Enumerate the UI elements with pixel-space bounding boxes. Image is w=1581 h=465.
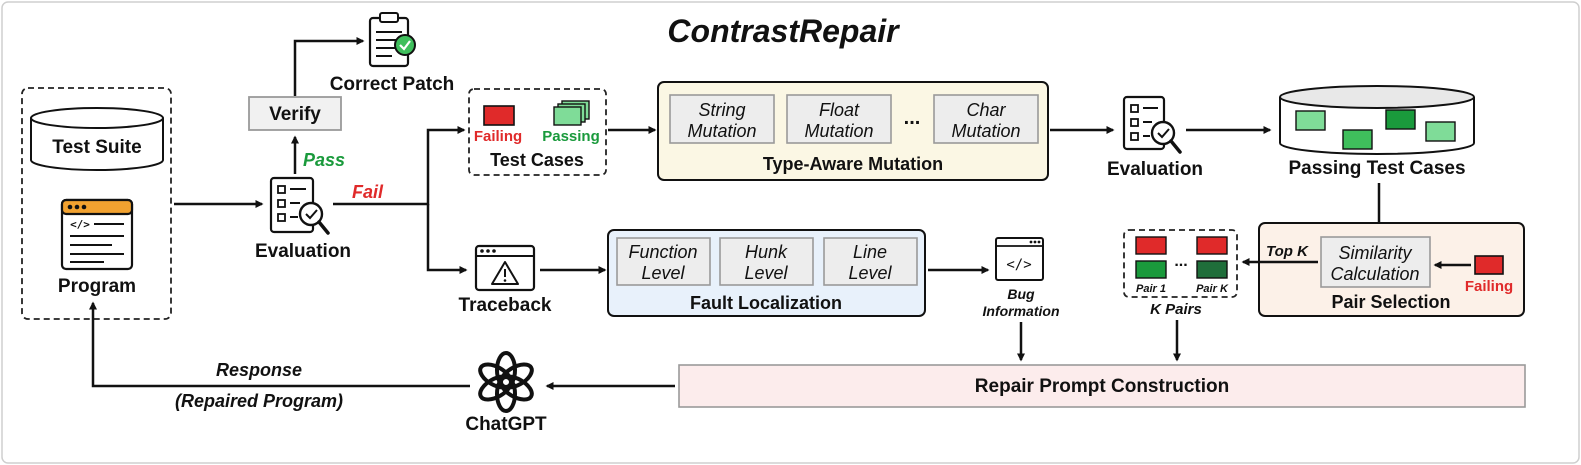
bug-info-line2: Information <box>983 303 1060 319</box>
line-level-line1: Line <box>853 242 887 262</box>
passing-test-cases-database <box>1279 85 1475 155</box>
verify-label: Verify <box>269 104 321 125</box>
fail-label: Fail <box>352 182 384 202</box>
clipboard-check-icon <box>368 12 416 68</box>
failing-test-block <box>483 105 515 126</box>
svg-text:</>: </> <box>70 218 90 231</box>
failing-label: Failing <box>474 128 522 145</box>
arrow-verify-to-patch <box>293 37 365 96</box>
correct-patch-label: Correct Patch <box>330 74 455 95</box>
test-cases-box: Failing Passing Test Cases <box>468 88 607 176</box>
string-mutation-box <box>669 94 775 144</box>
evaluation-checklist-icon <box>269 176 330 235</box>
arrow-fail-to-traceback <box>426 204 468 274</box>
arrow-response-to-program <box>89 301 470 388</box>
mutation-ellipsis: ... <box>904 107 921 129</box>
passing-test-stack <box>553 100 590 126</box>
pair-selection-box: Similarity Calculation Failing Pair Sele… <box>1258 222 1525 317</box>
warning-window-icon <box>474 244 536 292</box>
char-mutation-line1: Char <box>966 100 1006 120</box>
passing-label: Passing <box>542 128 600 145</box>
pair-k-label: Pair K <box>1196 283 1229 295</box>
diagram-title: ContrastRepair <box>667 13 900 49</box>
test-suite-database-icon <box>30 107 164 171</box>
char-mutation-line2: Mutation <box>951 121 1020 141</box>
evaluation-main-label: Evaluation <box>255 241 351 262</box>
k-pairs-ellipsis: ... <box>1174 253 1187 270</box>
code-window-icon: </> <box>60 198 134 271</box>
response-line2: (Repaired Program) <box>175 391 343 411</box>
bug-code-window-icon: </> <box>995 237 1044 281</box>
test-suite-label: Test Suite <box>52 137 141 158</box>
hunk-level-line1: Hunk <box>745 242 788 262</box>
response-line1: Response <box>216 360 302 380</box>
char-mutation-box <box>933 94 1039 144</box>
pass-label: Pass <box>303 150 345 170</box>
k-pairs-label: K Pairs <box>1150 301 1202 318</box>
failing-test-block-pair <box>1474 255 1504 275</box>
similarity-line1: Similarity <box>1338 243 1412 263</box>
float-mutation-box <box>786 94 892 144</box>
line-level-box <box>823 237 918 286</box>
fault-localization-box: Function Level Hunk Level Line Level Fau… <box>607 229 926 317</box>
string-mutation-line2: Mutation <box>687 121 756 141</box>
pair-selection-label: Pair Selection <box>1331 292 1450 312</box>
k-pairs-box: ... Pair 1 Pair K <box>1123 229 1238 298</box>
evaluation-second-label: Evaluation <box>1107 159 1203 180</box>
line-level-line2: Level <box>848 263 892 283</box>
string-mutation-line1: String <box>698 100 745 120</box>
evaluation-second-checklist-icon <box>1122 95 1182 154</box>
svg-text:</>: </> <box>1006 257 1031 273</box>
hunk-level-box <box>719 237 814 286</box>
program-label: Program <box>58 276 136 297</box>
type-aware-mutation-box: String Mutation Float Mutation ... Char … <box>657 81 1049 181</box>
passing-test-cases-label: Passing Test Cases <box>1288 158 1465 179</box>
chatgpt-label: ChatGPT <box>465 414 547 435</box>
fault-localization-label: Fault Localization <box>690 293 842 313</box>
verify-box <box>248 96 342 131</box>
program-box: Test Suite </> Program <box>21 87 172 320</box>
function-level-line1: Function <box>628 242 697 262</box>
repair-prompt-label: Repair Prompt Construction <box>975 376 1229 397</box>
arrow-fail-to-test-cases <box>333 126 466 206</box>
hunk-level-line2: Level <box>744 263 788 283</box>
bug-info-line1: Bug <box>1007 286 1035 302</box>
function-level-box <box>616 237 711 286</box>
similarity-line2: Calculation <box>1330 264 1419 284</box>
test-cases-label: Test Cases <box>490 150 584 170</box>
float-mutation-line1: Float <box>819 100 860 120</box>
float-mutation-line2: Mutation <box>804 121 873 141</box>
similarity-calculation-box <box>1320 236 1431 288</box>
chatgpt-logo-icon <box>478 351 534 413</box>
type-aware-mutation-label: Type-Aware Mutation <box>763 154 943 174</box>
pair-1-label: Pair 1 <box>1136 283 1166 295</box>
top-k-label: Top K <box>1266 243 1309 260</box>
repair-prompt-box <box>678 364 1526 408</box>
function-level-line2: Level <box>641 263 685 283</box>
traceback-label: Traceback <box>459 295 552 316</box>
pair-failing-label: Failing <box>1465 278 1513 295</box>
